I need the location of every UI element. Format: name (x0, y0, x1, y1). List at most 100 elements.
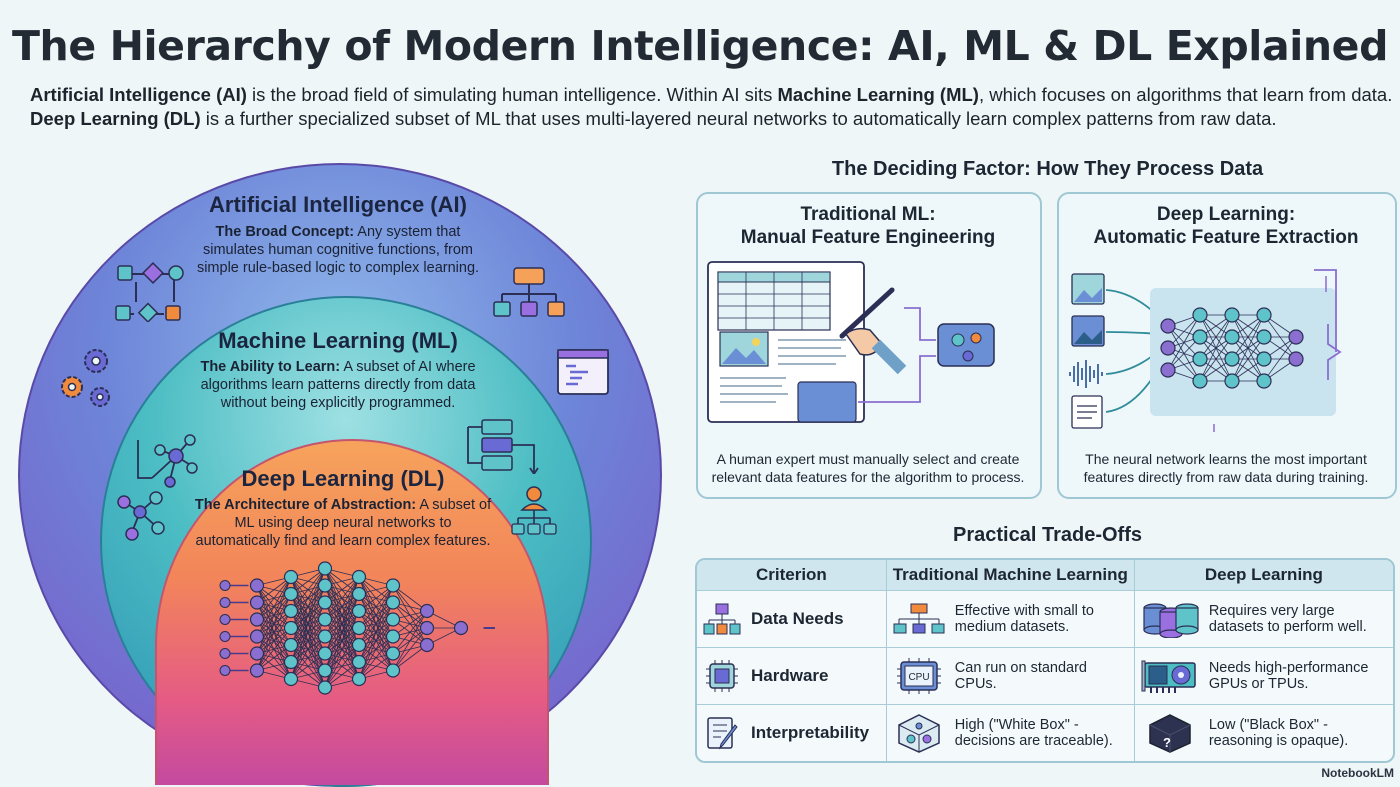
network-connection (358, 585, 394, 629)
network-node (385, 646, 401, 661)
network-graph-icon (117, 491, 165, 541)
cpu-label: CPU (908, 672, 929, 683)
output-arrow (483, 627, 495, 629)
network-node (351, 569, 367, 585)
input-node (219, 597, 231, 608)
deep-learning-caption-1: The neural network learns the most impor… (1085, 451, 1367, 467)
input-node (219, 648, 231, 659)
neural-network-diagram (219, 561, 495, 695)
network-connection (1263, 336, 1297, 382)
network-node (419, 620, 435, 636)
dl-hardware-line-2: GPUs or TPUs. (1208, 676, 1309, 692)
network-node (385, 578, 401, 593)
network-connection (1199, 336, 1233, 382)
column-header-deep-learning: Deep Learning (1134, 560, 1393, 591)
connected-nodes-icon (137, 434, 198, 488)
criterion-cell: Interpretability (697, 705, 887, 761)
network-node (283, 586, 299, 602)
network-node (385, 629, 401, 644)
network-connection (324, 644, 360, 688)
network-connection (1199, 314, 1233, 360)
network-node (1192, 373, 1208, 389)
network-node (351, 620, 367, 636)
ai-desc-text: Any system that simulates human cognitiv… (196, 224, 480, 276)
dl-desc-text: A subset of ML using deep neural network… (195, 497, 492, 549)
ai-circle-title: Artificial Intelligence (AI) (209, 192, 467, 217)
criterion-label: Hardware (751, 666, 829, 685)
network-node (351, 603, 367, 619)
org-chart-icon (493, 267, 565, 317)
network-connection (256, 576, 292, 620)
network-node (351, 654, 367, 670)
deep-learning-panel-title-2: Automatic Feature Extraction (1093, 227, 1359, 248)
dl-circle-description: The Architecture of Abstraction: A subse… (193, 496, 493, 550)
window-code-icon (557, 349, 609, 395)
network-connection (358, 585, 394, 646)
network-connection (256, 576, 292, 637)
network-node (1160, 340, 1176, 356)
network-node (283, 620, 299, 636)
network-connection (1167, 314, 1201, 371)
hierarchy-icon (703, 603, 741, 635)
network-node (317, 680, 333, 695)
network-node (385, 612, 401, 627)
user-hierarchy-icon (511, 486, 557, 535)
network-connection (1231, 314, 1265, 382)
criterion-label: Interpretability (751, 723, 870, 742)
network-node (385, 663, 401, 678)
deep-learning-panel-title-1: Deep Learning: (1156, 204, 1296, 225)
white-box-icon (898, 714, 940, 753)
deep-learning-cell: ? Low ("Black Box" -reasoning is opaque)… (1135, 705, 1393, 761)
network-node (1256, 351, 1272, 367)
network-connection (324, 576, 360, 637)
dl-data-needs-line-1: Requires very large (1208, 603, 1335, 619)
traditional-ml-cell: High ("White Box" -decisions are traceab… (887, 705, 1135, 761)
flowchart-icon (115, 262, 184, 322)
network-connection (392, 610, 428, 654)
document-edit-icon (707, 717, 738, 750)
ml-circle-description: The Ability to Learn: A subset of AI whe… (198, 358, 478, 412)
ml-hardware-line-1: Can run on standard (954, 660, 1087, 676)
network-node (283, 569, 299, 585)
dl-interpretability-line-1: Low ("Black Box" - (1208, 717, 1328, 733)
network-node (317, 629, 333, 644)
table-row: Interpretability High ("White Box" -deci… (697, 705, 1393, 761)
intro-dl-term: Deep Learning (DL) (30, 108, 201, 129)
ai-circle-description: The Broad Concept: Any system that simul… (188, 223, 488, 277)
hierarchy-icon (893, 603, 945, 634)
intro-text-1: is the broad field of simulating human i… (246, 84, 778, 105)
gpu-card-icon (1141, 660, 1196, 693)
network-node (283, 637, 299, 653)
dl-data-needs-line-2: datasets to perform well. (1208, 619, 1367, 635)
column-header-traditional-ml: Traditional Machine Learning (886, 560, 1135, 591)
network-node (283, 603, 299, 619)
network-connection (256, 610, 292, 671)
network-node (249, 595, 265, 610)
network-node (1192, 307, 1208, 323)
manual-feature-illustration (707, 261, 995, 423)
network-node (385, 595, 401, 610)
database-stack-icon (1143, 603, 1199, 638)
network-node (351, 671, 367, 687)
ml-interpretability-line-1: High ("White Box" - (954, 717, 1079, 733)
network-connection (324, 627, 360, 688)
network-connection (290, 568, 326, 612)
network-node (283, 654, 299, 670)
dl-interpretability-line-2: reasoning is opaque). (1208, 733, 1349, 749)
input-node (219, 665, 231, 676)
gears-icon (61, 349, 110, 407)
network-node (1288, 351, 1304, 367)
network-connection (1231, 314, 1265, 360)
intro-text-2: , which focuses on algorithms that learn… (978, 84, 1393, 105)
cpu-icon: CPU (896, 658, 941, 694)
dl-lead: The Architecture of Abstraction: (194, 497, 417, 513)
network-node (1256, 307, 1272, 323)
network-node (1224, 307, 1240, 323)
network-node (1256, 329, 1272, 345)
network-connection (1167, 336, 1201, 371)
network-connection (392, 627, 428, 671)
